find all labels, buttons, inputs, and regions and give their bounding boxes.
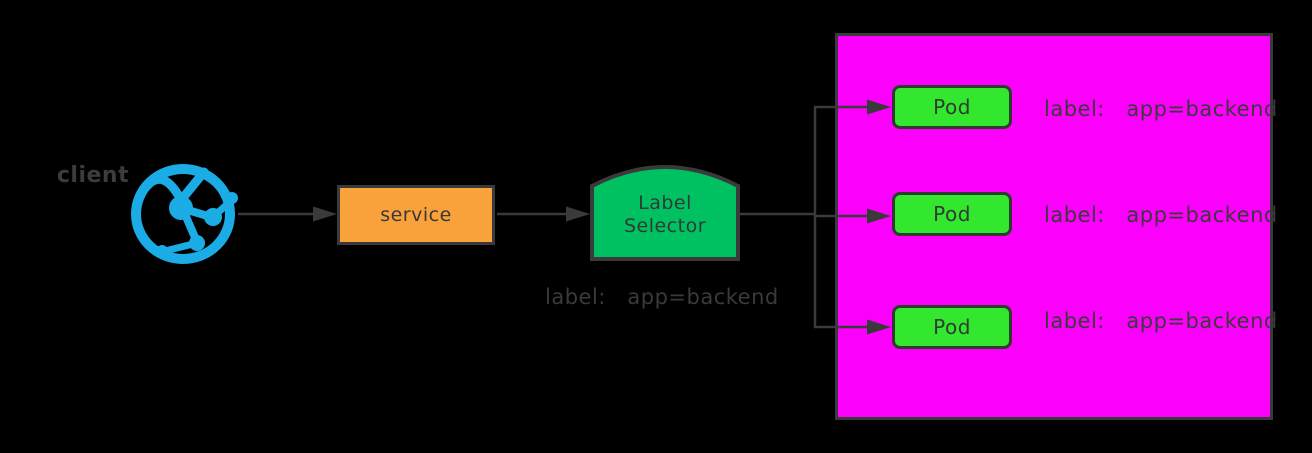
pod-caption: label: app=backend (1044, 309, 1278, 333)
label-selector-line2: Selector (623, 215, 707, 237)
arrow-selector-to-pods (740, 99, 891, 335)
pod-node: Pod (892, 85, 1012, 129)
pod-caption: label: app=backend (1044, 203, 1278, 227)
pod-caption: label: app=backend (1044, 97, 1278, 121)
globe-network-icon (131, 164, 238, 264)
service-node: service (337, 185, 495, 245)
service-label: service (380, 204, 452, 226)
label-selector-line1: Label (638, 192, 692, 214)
pod-label: Pod (933, 202, 971, 226)
pod-label: Pod (933, 95, 971, 119)
pod-label: Pod (933, 315, 971, 339)
label-selector-text: Label Selector (592, 192, 738, 238)
pod-node: Pod (892, 305, 1012, 349)
selector-caption: label: app=backend (545, 285, 779, 309)
arrow-service-to-selector (497, 206, 590, 222)
client-label: client (56, 163, 130, 188)
pod-node: Pod (892, 192, 1012, 236)
arrow-client-to-service (238, 206, 337, 222)
label-selector-shape (590, 165, 740, 261)
